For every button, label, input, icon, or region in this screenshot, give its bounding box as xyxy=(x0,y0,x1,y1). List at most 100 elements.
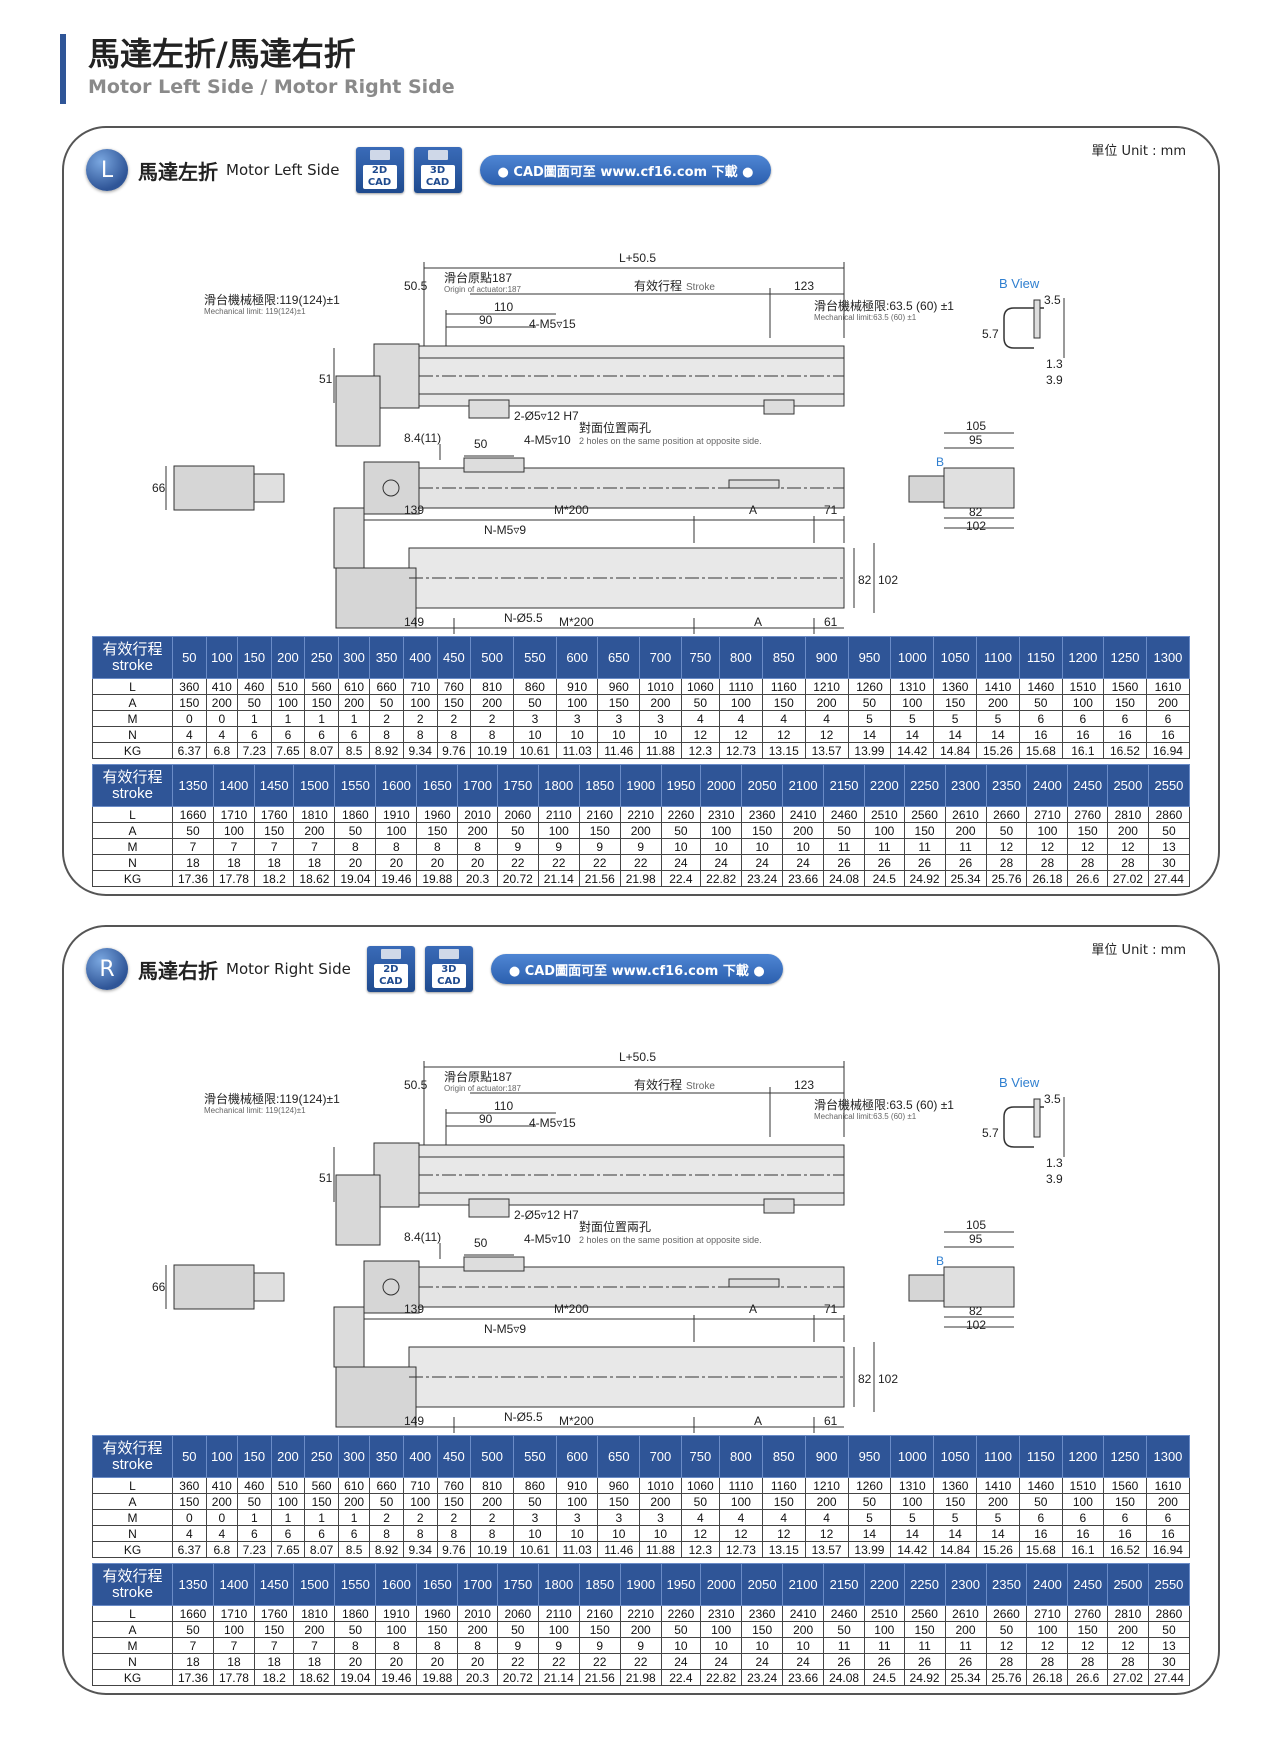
table-cell: 14 xyxy=(933,1525,978,1542)
table-cell: 6 xyxy=(1061,1509,1105,1526)
table-cell: 2360 xyxy=(741,806,784,823)
cad-download-link[interactable]: ● CAD圖面可至 www.cf16.com 下載 ● xyxy=(490,954,783,984)
table-cell: 610 xyxy=(337,678,371,695)
table-cell: 2460 xyxy=(823,1605,866,1622)
cad-download-link[interactable]: ● CAD圖面可至 www.cf16.com 下載 ● xyxy=(479,155,772,185)
table-cell: 1910 xyxy=(375,806,418,823)
table-cell: 12.73 xyxy=(718,1541,763,1558)
mech-right-zh: 滑台機械極限:63.5 (60) ±1 xyxy=(814,298,954,313)
table-cell: 18.62 xyxy=(293,1669,336,1686)
table-cell: 50 xyxy=(847,1493,892,1510)
table-cell: 20.3 xyxy=(457,870,498,887)
table-cell: 12 xyxy=(761,726,806,743)
table-cell: 10 xyxy=(782,838,825,855)
origin-en: Origin of actuator:187 xyxy=(444,285,521,294)
table-cell: 10 xyxy=(597,726,641,743)
table-cell: 50 xyxy=(823,822,866,839)
table-cell: 1810 xyxy=(293,806,336,823)
stroke-cell: 450 xyxy=(436,636,472,679)
table-cell: 1010 xyxy=(639,1477,682,1494)
table-cell: 2360 xyxy=(741,1605,784,1622)
table-cell: 100 xyxy=(718,694,763,711)
stroke-cell: 1650 xyxy=(416,764,459,807)
table-cell: 100 xyxy=(537,822,580,839)
table-cell: 410 xyxy=(205,678,238,695)
table-cell: 12 xyxy=(1106,1637,1149,1654)
table-cell: 20 xyxy=(375,1653,418,1670)
table-cell: 1 xyxy=(304,710,339,727)
table-cell: 560 xyxy=(304,1477,339,1494)
dim-66: 66 xyxy=(152,1280,166,1294)
stroke-cell: 2250 xyxy=(903,1563,946,1606)
dim-51: 51 xyxy=(319,372,333,386)
table-cell: 4 xyxy=(761,710,806,727)
dim-139: 139 xyxy=(404,1302,424,1316)
table-cell: 8 xyxy=(470,1525,515,1542)
table-cell: 10 xyxy=(597,1525,641,1542)
table-cell: 200 xyxy=(337,694,371,711)
stroke-cell: 550 xyxy=(513,636,557,679)
dim-102: 102 xyxy=(966,1318,986,1332)
stroke-cell: 2550 xyxy=(1147,764,1191,807)
stroke-cell: 1400 xyxy=(212,764,255,807)
table-cell: 50 xyxy=(496,822,539,839)
table-cell: 910 xyxy=(555,1477,599,1494)
dim-3-5: 3.5 xyxy=(1044,293,1061,307)
table-cell: 50 xyxy=(660,822,702,839)
opposite-zh: 對面位置兩孔 xyxy=(579,1219,651,1234)
table-cell: 4 xyxy=(680,1509,720,1526)
table-cell: 200 xyxy=(619,822,662,839)
table-cell: 12 xyxy=(1106,838,1149,855)
table-cell: 2710 xyxy=(1026,806,1069,823)
table-cell: 15.68 xyxy=(1018,742,1063,759)
dim-8-4: 8.4(11) xyxy=(404,1230,441,1244)
table-cell: 16 xyxy=(1018,726,1063,743)
table-cell: 6 xyxy=(1061,710,1105,727)
stroke-cell: 250 xyxy=(304,636,339,679)
table-cell: 10 xyxy=(660,838,702,855)
dim-82: 82 xyxy=(969,1304,983,1318)
stroke-zh: 有效行程 xyxy=(634,278,682,293)
table-cell: 3 xyxy=(639,1509,682,1526)
stroke-cell: 1550 xyxy=(334,764,377,807)
table-cell: 1560 xyxy=(1103,678,1147,695)
table-cell: 24.5 xyxy=(864,870,905,887)
table-cell: 18.62 xyxy=(293,870,336,887)
stroke-cell: 1600 xyxy=(375,1563,418,1606)
stroke-cell: 1100 xyxy=(976,1435,1020,1478)
table-cell: 0 xyxy=(205,710,238,727)
dim-m200-bottom: M*200 xyxy=(559,615,594,629)
stroke-cell: 2150 xyxy=(823,1563,866,1606)
table-cell: 3 xyxy=(513,1509,557,1526)
table-cell: 1160 xyxy=(761,1477,806,1494)
table-cell: 22 xyxy=(537,1653,580,1670)
table-cell: 10 xyxy=(741,838,784,855)
n55-label: N-Ø5.5 xyxy=(504,611,543,625)
table-cell: 7.23 xyxy=(236,742,272,759)
table-cell: 24 xyxy=(782,1653,825,1670)
dim-total: L+50.5 xyxy=(619,1050,656,1064)
nm5-label: N-M5▿9 xyxy=(484,523,526,537)
table-cell: 10 xyxy=(513,726,557,743)
table-cell: 6 xyxy=(1145,1509,1191,1526)
table-cell: 1660 xyxy=(172,806,214,823)
table-cell: 2 xyxy=(470,710,515,727)
stroke-cell: 300 xyxy=(337,636,371,679)
table-cell: 13 xyxy=(1147,1637,1191,1654)
table-cell: 28 xyxy=(1106,1653,1149,1670)
dim-m200-top: M*200 xyxy=(554,1302,589,1316)
table-cell: 13.57 xyxy=(804,1541,849,1558)
m5x15-label: 4-M5▿15 xyxy=(529,1116,576,1130)
table-cell: 18.2 xyxy=(253,1669,295,1686)
table-cell: 6 xyxy=(236,726,272,743)
stroke-cell: 400 xyxy=(402,1435,438,1478)
table-cell: 200 xyxy=(976,694,1020,711)
stroke-cell: 350 xyxy=(369,636,404,679)
stroke-cell: 450 xyxy=(436,1435,472,1478)
